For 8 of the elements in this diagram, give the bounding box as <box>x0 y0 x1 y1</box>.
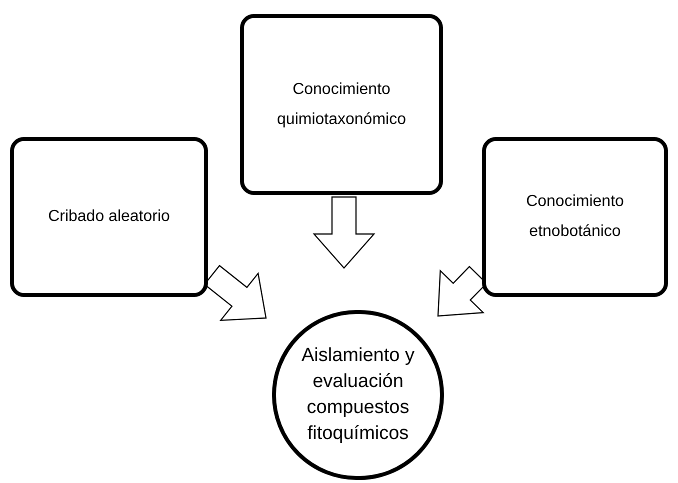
node-label: Cribado aleatorio <box>48 207 170 227</box>
block-arrow <box>312 196 376 269</box>
source-box <box>482 137 668 297</box>
source-box <box>10 137 208 297</box>
node-label: Conocimiento etnobotánico <box>525 192 625 242</box>
node-label: Aislamiento y evaluación compuestos fitoquímicos <box>300 344 416 446</box>
node-label: Conocimiento quimiotaxonómico <box>276 80 407 130</box>
source-box <box>240 14 443 195</box>
